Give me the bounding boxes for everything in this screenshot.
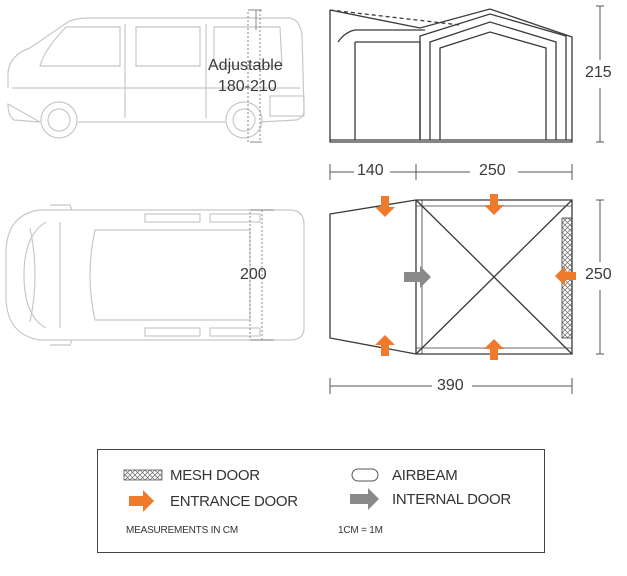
adjustable-title: Adjustable <box>208 57 283 74</box>
front-width-label: 140 <box>357 162 384 179</box>
tent-side-view <box>329 8 573 143</box>
van-width-label: 200 <box>240 266 267 283</box>
top-width-dimension <box>329 164 573 180</box>
tent-top-view <box>329 199 573 355</box>
legend: MESH DOOR AIRBEAM ENTRANCE DOOR INTERNAL… <box>97 449 545 553</box>
legend-mesh-door: MESH DOOR <box>170 467 260 484</box>
van-depth-marker <box>249 209 274 341</box>
entrance-arrow-main-bottom <box>484 339 504 360</box>
main-width-label: 250 <box>479 162 506 179</box>
legend-scale-note: 1CM = 1M <box>338 525 383 536</box>
tent-depth-label: 250 <box>585 266 612 283</box>
entrance-arrow-front-top <box>375 196 395 217</box>
mesh-door-legend-icon <box>123 469 163 481</box>
entrance-door-legend-icon <box>129 490 154 512</box>
internal-door-arrow <box>404 266 431 288</box>
height-dimension <box>596 5 604 143</box>
entrance-arrow-side <box>555 266 576 286</box>
legend-airbeam: AIRBEAM <box>392 467 458 484</box>
adjustable-range: 180-210 <box>218 78 277 95</box>
van-top-view <box>5 204 305 346</box>
total-width-dimension <box>329 378 573 394</box>
legend-measurements-note: MEASUREMENTS IN CM <box>126 525 238 536</box>
van-side-view <box>7 17 305 139</box>
total-width-label: 390 <box>437 377 464 394</box>
legend-entrance-door: ENTRANCE DOOR <box>170 493 298 510</box>
airbeam-legend-icon <box>351 468 379 482</box>
tent-height-label: 215 <box>585 64 612 81</box>
adjustable-height-marker <box>247 9 262 143</box>
entrance-arrow-front-bottom <box>375 335 395 356</box>
depth-dimension <box>596 199 604 355</box>
legend-internal-door: INTERNAL DOOR <box>392 491 511 508</box>
entrance-arrow-main-top <box>484 194 504 215</box>
entrance-door-arrows <box>375 194 576 360</box>
internal-door-legend-icon <box>350 488 379 510</box>
